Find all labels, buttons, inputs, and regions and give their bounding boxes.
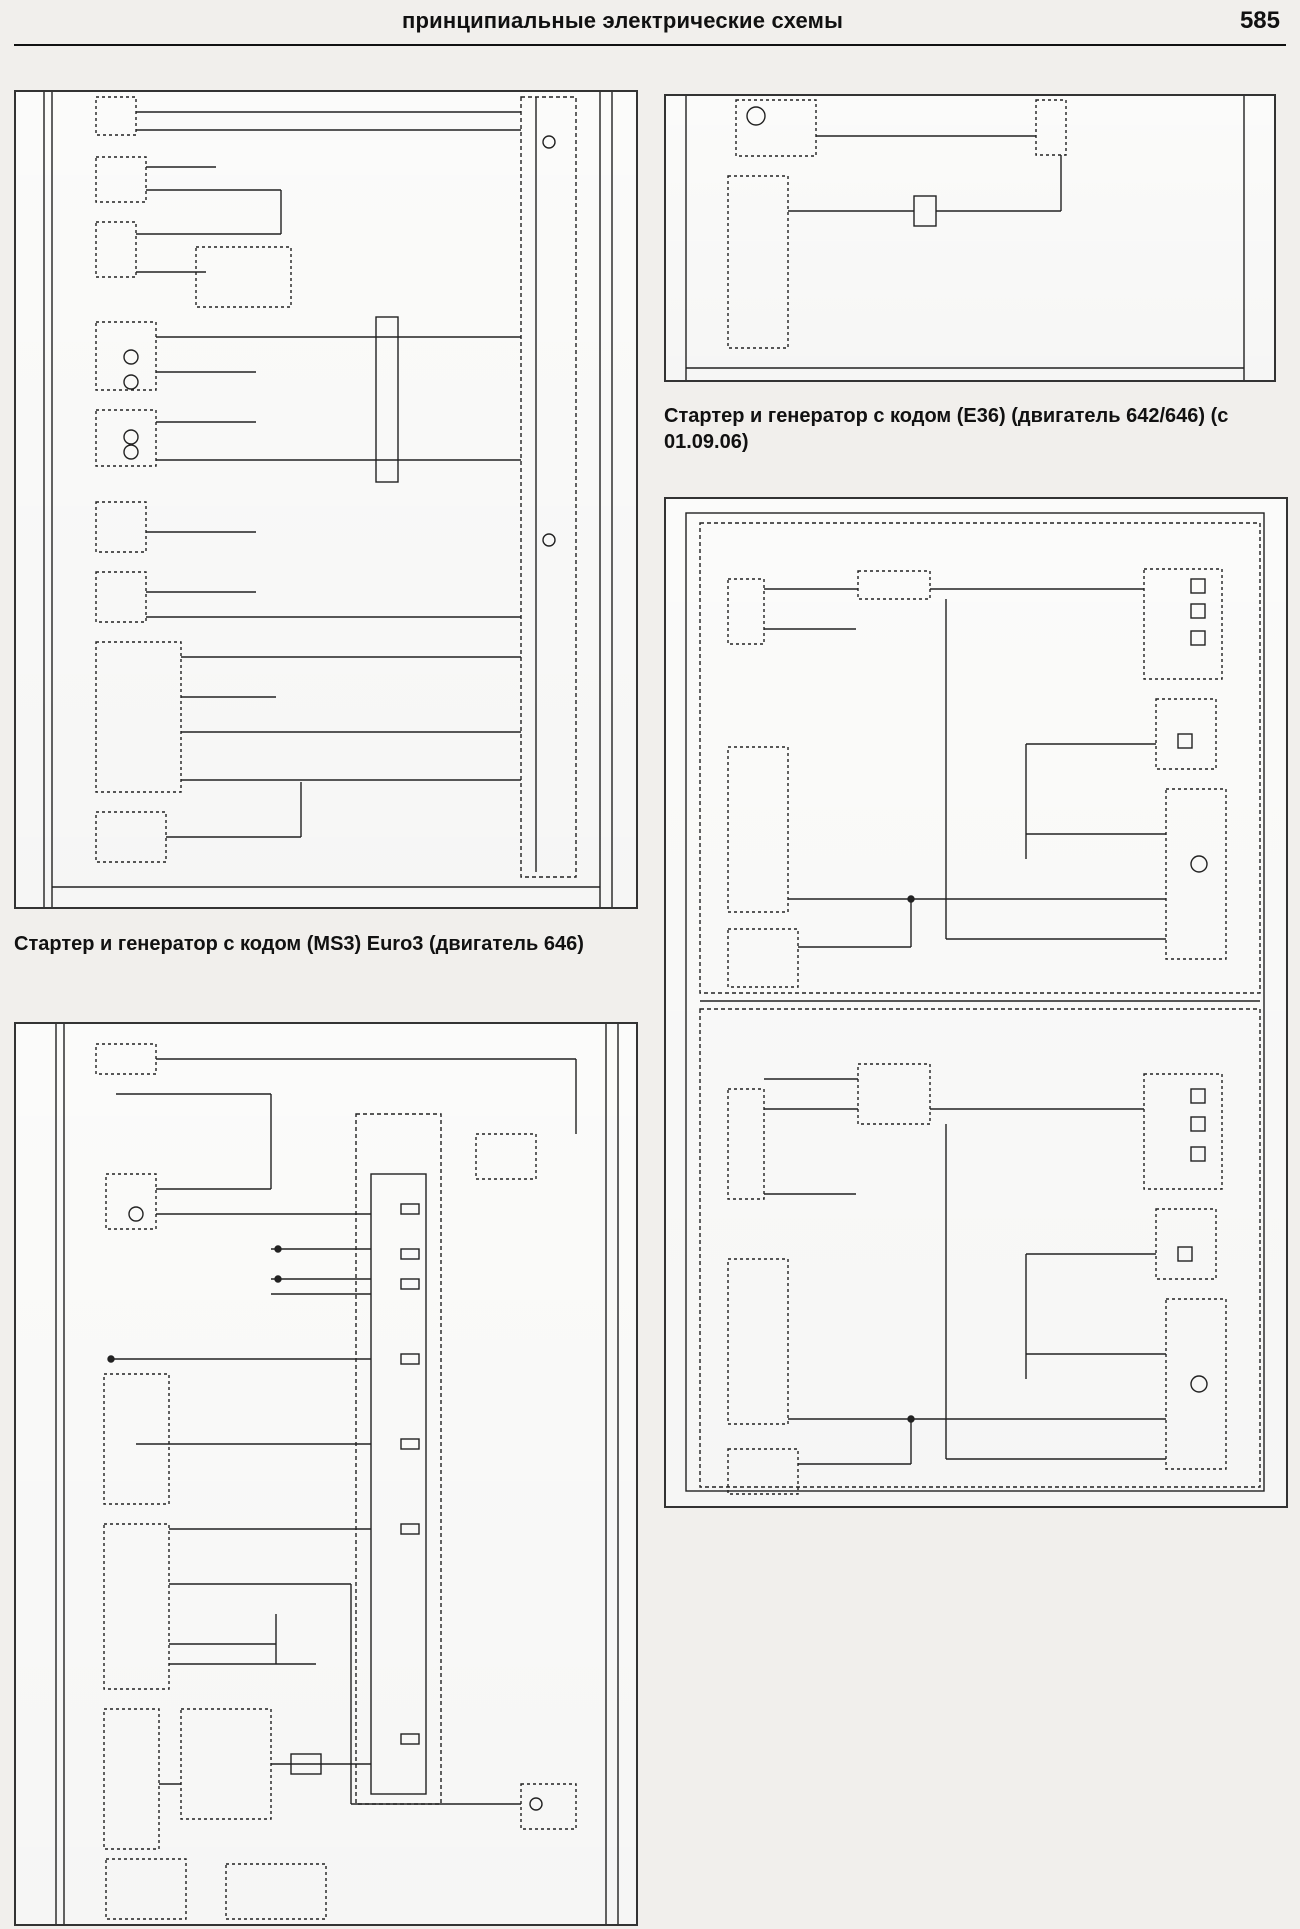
page-header: принципиальные электрические схемы 585 bbox=[14, 0, 1286, 46]
schematic-drawing-top-left bbox=[43, 92, 613, 907]
schematic-panel-right-main bbox=[664, 497, 1288, 1508]
schematic-drawing-top-right bbox=[685, 96, 1245, 380]
page-number: 585 bbox=[1239, 7, 1280, 34]
schematic-panel-bottom-left bbox=[14, 1022, 638, 1926]
schematic-panel-top-left bbox=[14, 90, 638, 909]
caption-left-middle: Стартер и генератор с кодом (MS3) Euro3 … bbox=[14, 933, 584, 955]
caption-right-top: Стартер и генератор с кодом (E36) (двига… bbox=[664, 405, 1229, 453]
schematic-panel-top-right bbox=[664, 94, 1276, 382]
header-title: принципиальные электрические схемы bbox=[402, 8, 844, 33]
schematic-drawing-bottom-left bbox=[55, 1024, 619, 1924]
schematic-drawing-right-main bbox=[685, 512, 1265, 1495]
